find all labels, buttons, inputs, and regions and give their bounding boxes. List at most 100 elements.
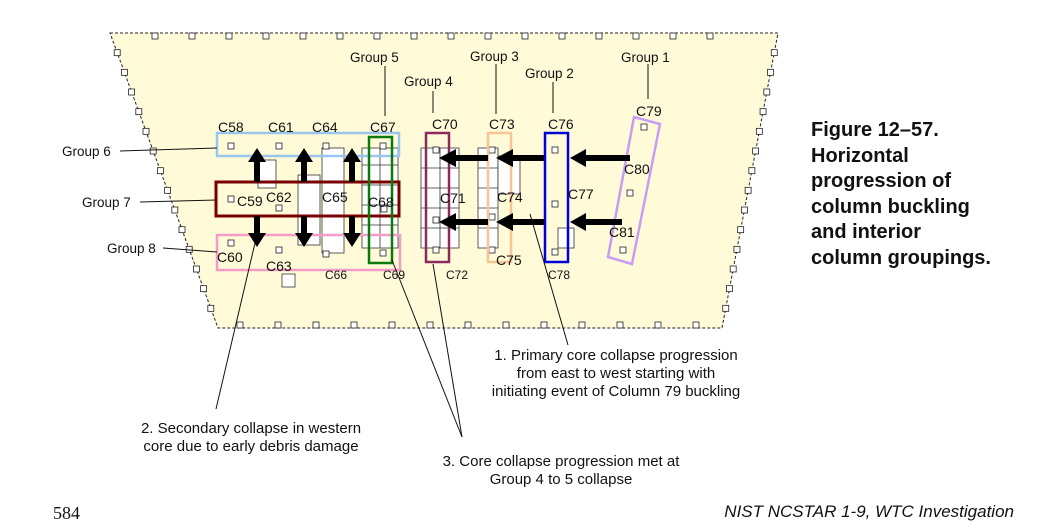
column-marker: [379, 142, 387, 150]
column-marker: [380, 205, 388, 213]
group-8-label: Group 8: [107, 241, 156, 256]
perimeter-column: [171, 206, 179, 214]
perimeter-column: [312, 321, 320, 329]
perimeter-column: [464, 321, 472, 329]
perimeter-column: [692, 321, 700, 329]
column-marker: [619, 246, 627, 254]
group-4-label: Group 4: [404, 74, 453, 89]
column-label: C59: [237, 193, 263, 209]
note-3: 3. Core collapse progression met at Grou…: [443, 453, 681, 488]
perimeter-column: [540, 321, 548, 329]
svg-text:initiating event of Column 79: initiating event of Column 79 buckling: [492, 383, 740, 400]
perimeter-column: [616, 321, 624, 329]
column-marker: [275, 246, 283, 254]
column-marker: [275, 142, 283, 150]
column-marker: [488, 213, 496, 221]
page-number: 584: [53, 503, 80, 523]
perimeter-column: [521, 32, 529, 40]
perimeter-column: [737, 226, 745, 234]
perimeter-column: [262, 32, 270, 40]
perimeter-column: [410, 32, 418, 40]
perimeter-column: [748, 167, 756, 175]
perimeter-column: [502, 321, 510, 329]
column-label: C65: [322, 189, 348, 205]
perimeter-column: [299, 32, 307, 40]
column-label: C63: [266, 258, 292, 274]
arrow-left: [439, 149, 488, 167]
svg-text:2. Secondary collapse in weste: 2. Secondary collapse in western: [141, 420, 361, 437]
perimeter-column: [669, 32, 677, 40]
perimeter-column: [121, 68, 128, 76]
perimeter-column: [558, 32, 566, 40]
perimeter-column: [654, 321, 662, 329]
perimeter-column: [192, 265, 200, 273]
perimeter-column: [744, 186, 752, 194]
perimeter-column: [274, 321, 282, 329]
column-markers: [227, 123, 648, 258]
group-1-label: Group 1: [621, 50, 670, 65]
arrow-left: [439, 213, 488, 231]
column-label: C66: [325, 268, 347, 282]
perimeter-column: [350, 321, 358, 329]
note-1: 1. Primary core collapse progression fro…: [492, 347, 740, 400]
perimeter-column: [142, 127, 150, 135]
group-5-box: [367, 135, 394, 265]
perimeter-column: [447, 32, 455, 40]
column-marker: [551, 200, 559, 208]
perimeter-column: [188, 32, 196, 40]
perimeter-column: [632, 32, 640, 40]
perimeter-column: [178, 226, 186, 234]
column-label: C73: [489, 116, 515, 132]
column-label: C81: [609, 224, 635, 240]
note-2: 2. Secondary collapse in western core du…: [141, 420, 361, 455]
column-label: C75: [496, 252, 522, 268]
column-marker: [227, 239, 235, 247]
arrow-left: [570, 149, 630, 167]
group-1-box: [606, 115, 662, 266]
perimeter-column: [767, 68, 774, 76]
perimeter-column: [578, 321, 586, 329]
arrow-up: [295, 148, 313, 182]
arrow-left: [496, 213, 544, 231]
perimeter-column: [770, 49, 778, 57]
perimeter-column: [752, 147, 759, 155]
column-label: C64: [312, 119, 338, 135]
column-marker: [551, 146, 559, 154]
perimeter-column: [207, 304, 215, 312]
column-marker: [227, 142, 235, 150]
column-marker: [379, 249, 387, 257]
perimeter-column: [336, 32, 344, 40]
column-label: C62: [266, 189, 292, 205]
perimeter-columns: [113, 32, 778, 329]
column-marker: [432, 216, 440, 224]
svg-text:3. Core collapse progression m: 3. Core collapse progression met at: [443, 453, 681, 470]
column-label: C72: [446, 268, 468, 282]
column-marker: [432, 246, 440, 254]
column-label: C76: [548, 116, 574, 132]
perimeter-column: [225, 32, 233, 40]
column-label: C68: [368, 194, 394, 210]
column-label: C67: [370, 119, 396, 135]
arrow-down: [248, 216, 266, 247]
document-reference: NIST NCSTAR 1-9, WTC Investigation: [724, 502, 1014, 521]
svg-text:from east to west starting wit: from east to west starting with: [517, 365, 715, 382]
column-label: C60: [217, 249, 243, 265]
svg-text:1. Primary core collapse progr: 1. Primary core collapse progression: [494, 347, 737, 364]
perimeter-column: [200, 285, 208, 293]
perimeter-column: [128, 88, 136, 96]
perimeter-column: [706, 32, 714, 40]
column-marker: [640, 123, 648, 131]
group-2-box: [543, 131, 570, 264]
column-marker: [488, 146, 496, 154]
perimeter-column: [156, 167, 164, 175]
perimeter-column: [726, 285, 733, 293]
perimeter-column: [113, 49, 121, 57]
perimeter-column: [164, 186, 172, 194]
column-marker: [488, 246, 496, 254]
leader-lines: [119, 64, 649, 438]
column-label: C61: [268, 119, 294, 135]
column-label: C79: [636, 103, 662, 119]
perimeter-column: [755, 127, 763, 135]
perimeter-column: [595, 32, 603, 40]
